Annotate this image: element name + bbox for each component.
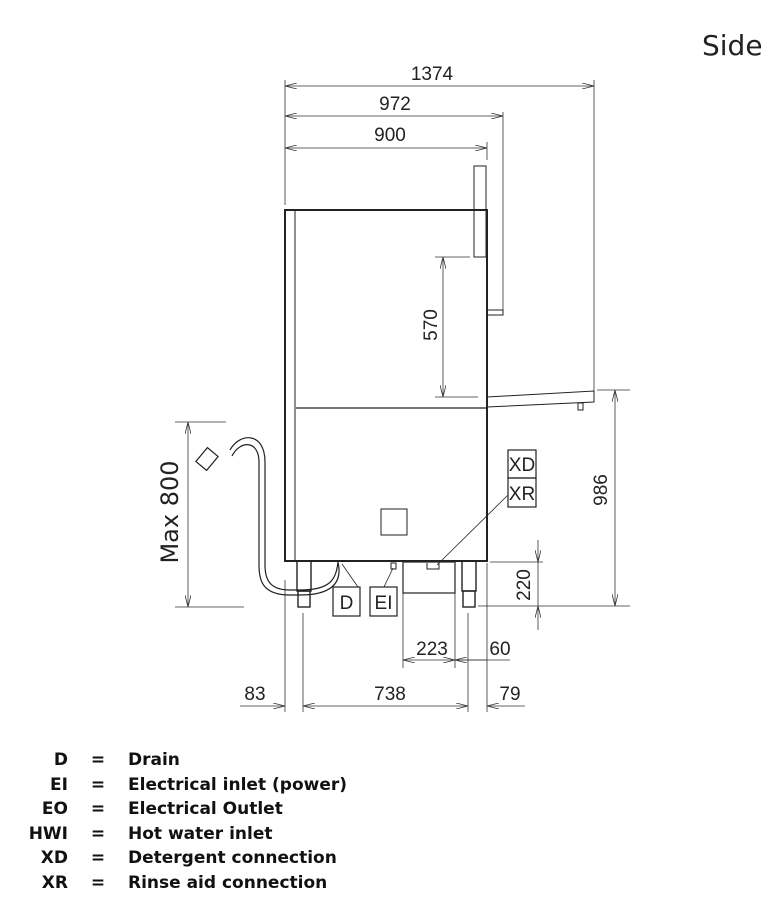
legend-eq: =	[90, 750, 106, 771]
label-986: 986	[591, 474, 612, 506]
label-738: 738	[374, 684, 406, 705]
legend-row: XD = Detergent connection	[20, 846, 347, 871]
legend-eq: =	[90, 872, 106, 893]
legend-eq: =	[90, 799, 106, 820]
legend-desc: Hot water inlet	[128, 823, 273, 844]
label-79: 79	[499, 684, 520, 705]
legend-eq: =	[90, 848, 106, 869]
tray	[486, 390, 595, 408]
legend-desc: Rinse aid connection	[128, 872, 328, 893]
label-900: 900	[374, 125, 406, 146]
label-223: 223	[416, 639, 448, 660]
legend-code: D	[53, 750, 68, 771]
label-570: 570	[421, 309, 442, 341]
legend-desc: Electrical Outlet	[128, 799, 283, 820]
legend-row: HWI = Hot water inlet	[20, 822, 347, 847]
label-60: 60	[489, 639, 510, 660]
legend-code: XD	[40, 848, 68, 869]
door-handle	[473, 165, 487, 258]
legend-code: HWI	[28, 823, 68, 844]
legend-code: XR	[41, 872, 68, 893]
label-220: 220	[514, 569, 535, 601]
callout-d: D	[340, 593, 354, 614]
hose-connector	[195, 446, 219, 472]
legend-desc: Detergent connection	[128, 848, 337, 869]
callout-xr: XR	[509, 484, 535, 505]
drain-box	[402, 561, 456, 594]
legend-row: EO = Electrical Outlet	[20, 797, 347, 822]
label-83: 83	[244, 684, 265, 705]
dimension-lines	[175, 80, 630, 712]
label-1374: 1374	[411, 64, 454, 85]
legend-row: D = Drain	[20, 748, 347, 773]
machine-outline	[195, 165, 595, 608]
legend-code: EO	[41, 799, 68, 820]
door-knob	[486, 309, 504, 316]
legend-code: EI	[50, 774, 68, 795]
right-foot	[461, 560, 477, 592]
callout-d-box	[332, 586, 361, 617]
callout-xr-box	[507, 477, 537, 508]
callout-ei-box	[369, 586, 398, 617]
left-foot	[296, 560, 312, 592]
drain-hose	[229, 437, 340, 596]
label-972: 972	[379, 94, 411, 115]
view-label: Side	[702, 29, 763, 62]
legend-row: XR = Rinse aid connection	[20, 871, 347, 896]
legend-row: EI = Electrical inlet (power)	[20, 773, 347, 798]
control-square	[380, 508, 408, 536]
callout-ei: EI	[375, 593, 393, 614]
legend-eq: =	[90, 774, 106, 795]
legend-eq: =	[90, 823, 106, 844]
legend-desc: Electrical inlet (power)	[128, 774, 348, 795]
callouts: D EI XD XR	[332, 449, 537, 617]
label-max-800: Max 800	[156, 460, 184, 563]
callout-xd: XD	[509, 455, 535, 476]
machine-body	[284, 209, 488, 562]
legend-desc: Drain	[128, 750, 180, 771]
dimension-labels: 1374 972 900 570 986 Max 800 220 223 60 …	[156, 64, 612, 705]
legend: D=Drain EI=Electrical inlet (power) EO=E…	[20, 748, 347, 895]
